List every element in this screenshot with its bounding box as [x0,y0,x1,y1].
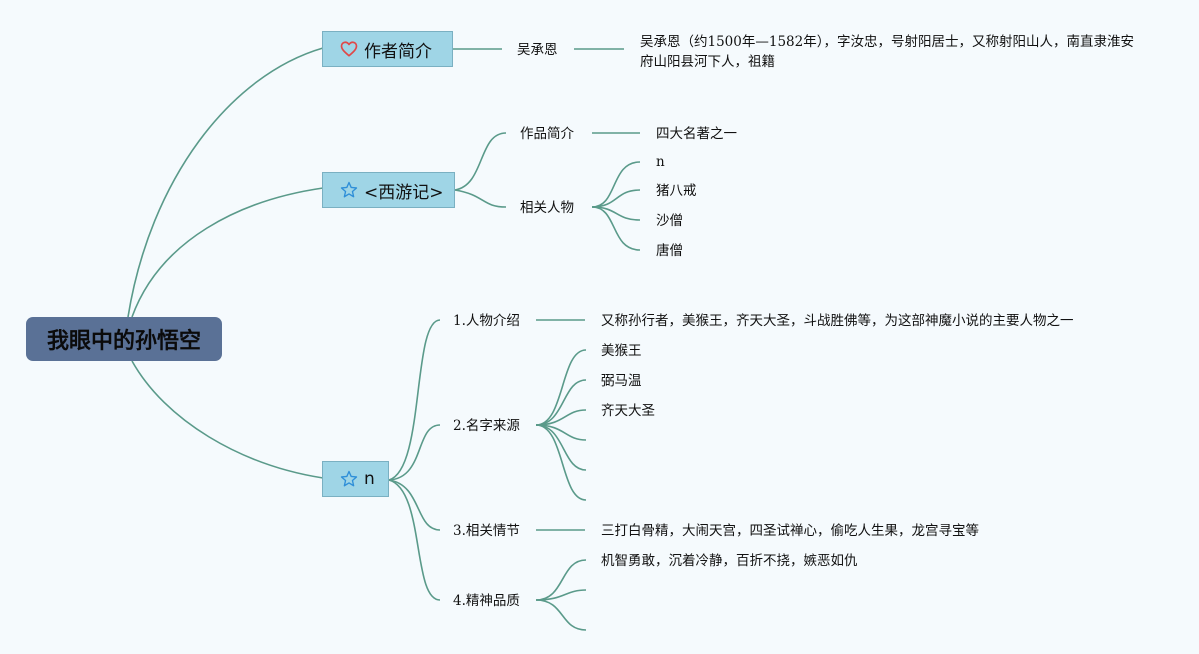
star-icon [340,470,358,488]
n-intro-value[interactable]: 又称孙行者，美猴王，齐天大圣，斗战胜佛等，为这部神魔小说的主要人物之一 [601,313,1074,329]
star-icon [340,181,358,199]
heart-icon [340,40,358,58]
n-plot-label[interactable]: 3.相关情节 [453,523,520,539]
name-item[interactable]: 美猴王 [601,343,642,359]
xiyouji-intro-label[interactable]: 作品简介 [520,126,574,142]
character-item[interactable]: 沙僧 [656,213,683,229]
n-spirit-value[interactable]: 机智勇敢，沉着冷静，百折不挠，嫉恶如仇 [601,553,858,569]
character-item[interactable]: 猪八戒 [656,183,697,199]
name-item[interactable]: 弼马温 [601,373,642,389]
character-item[interactable]: 唐僧 [656,243,683,259]
branch-n-label: n [364,469,375,489]
n-plot-value[interactable]: 三打白骨精，大闹天宫，四圣试禅心，偷吃人生果，龙宫寻宝等 [601,523,979,539]
branch-author[interactable]: 作者简介 [322,31,453,67]
n-names-label[interactable]: 2.名字来源 [453,418,520,434]
branch-n[interactable]: n [322,461,389,497]
name-item[interactable]: 齐天大圣 [601,403,655,419]
xiyouji-chars-label[interactable]: 相关人物 [520,200,574,216]
author-detail[interactable]: 吴承恩（约1500年—1582年），字汝忠，号射阳居士，又称射阳山人，南直隶淮安… [640,34,1134,70]
n-intro-label[interactable]: 1.人物介绍 [453,313,520,329]
branch-author-label: 作者简介 [364,41,432,62]
author-name[interactable]: 吴承恩 [517,42,558,58]
central-topic[interactable]: 我眼中的孙悟空 [26,317,222,361]
branch-xiyouji[interactable]: <西游记> [322,172,455,208]
branch-xiyouji-label: <西游记> [364,182,444,203]
n-spirit-label[interactable]: 4.精神品质 [453,593,520,609]
character-item[interactable]: n [656,154,665,170]
xiyouji-intro-value[interactable]: 四大名著之一 [656,126,737,142]
